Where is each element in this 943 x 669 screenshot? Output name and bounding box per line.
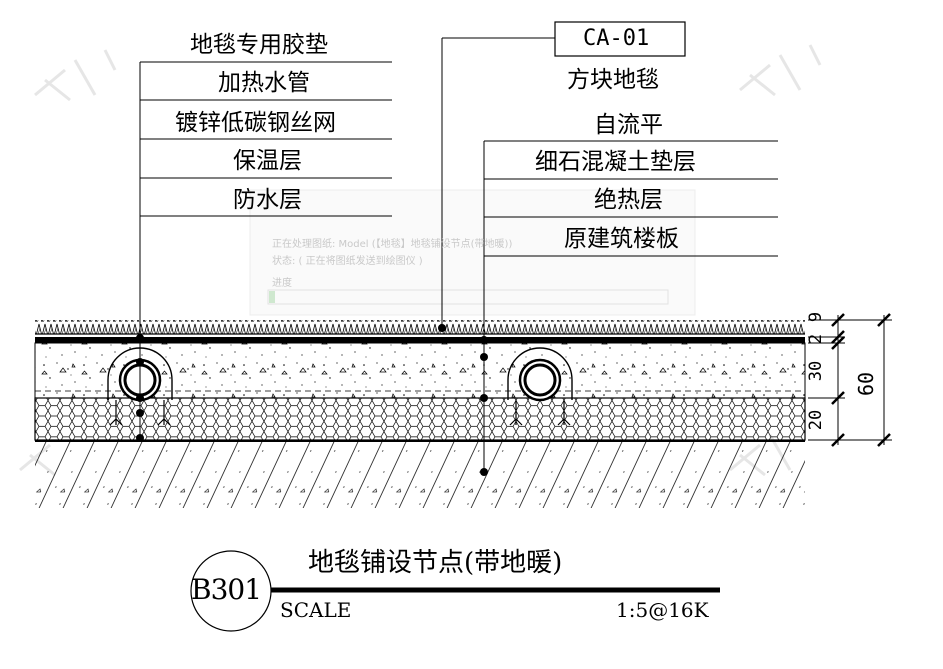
label-wire-mesh: 镀锌低碳钢丝网 bbox=[175, 110, 336, 136]
detail-code: B301 bbox=[191, 573, 262, 606]
dim-60: 60 bbox=[854, 371, 879, 397]
label-carpet-tile: 方块地毯 bbox=[567, 67, 659, 93]
fine-concrete-layer bbox=[34, 342, 806, 399]
carpet-layer bbox=[35, 320, 805, 334]
dimension-lines bbox=[808, 313, 892, 447]
plot-progress-ghost bbox=[267, 289, 669, 305]
dim-2: 2 bbox=[806, 333, 827, 345]
label-thermal-layer: 绝热层 bbox=[594, 187, 663, 213]
dim-30: 30 bbox=[806, 360, 827, 382]
insulation-layer bbox=[34, 397, 806, 441]
label-insulation: 保温层 bbox=[233, 148, 302, 174]
dim-9: 9 bbox=[806, 311, 827, 323]
ca-tag: CA-01 bbox=[583, 26, 650, 51]
floor-slab bbox=[35, 442, 805, 508]
label-self-leveling: 自流平 bbox=[594, 112, 663, 138]
scale-label: SCALE bbox=[280, 598, 352, 622]
ca-tag-box bbox=[554, 21, 686, 57]
ca-leader bbox=[441, 37, 555, 328]
detail-title: 地毯铺设节点(带地暖) bbox=[308, 548, 563, 578]
right-leader bbox=[483, 140, 778, 472]
dim-20: 20 bbox=[806, 409, 827, 431]
heating-pipe-right bbox=[507, 347, 573, 426]
self-leveling-layer bbox=[35, 337, 805, 343]
overlay-line2: 状态: ( 正在将图纸发送到绘图仪 ) bbox=[272, 256, 423, 267]
label-waterproof: 防水层 bbox=[233, 187, 302, 213]
label-fine-concrete: 细石混凝土垫层 bbox=[535, 149, 696, 175]
right-leader-dots bbox=[480, 336, 488, 476]
left-leader bbox=[139, 61, 392, 440]
overlay-line1: 正在处理图纸: Model (【地毯】地毯铺设节点(带地暖)) bbox=[272, 239, 513, 250]
scale-value: 1:5@16K bbox=[616, 598, 709, 622]
label-floor-slab: 原建筑楼板 bbox=[564, 226, 679, 252]
left-leader-dots bbox=[136, 334, 144, 442]
label-heating-pipe: 加热水管 bbox=[218, 70, 310, 96]
plot-progress-fill bbox=[269, 291, 275, 303]
label-carpet-pad: 地毯专用胶垫 bbox=[190, 32, 328, 58]
plot-dialog-ghost bbox=[249, 189, 696, 316]
overlay-line3: 进度 bbox=[272, 278, 292, 289]
